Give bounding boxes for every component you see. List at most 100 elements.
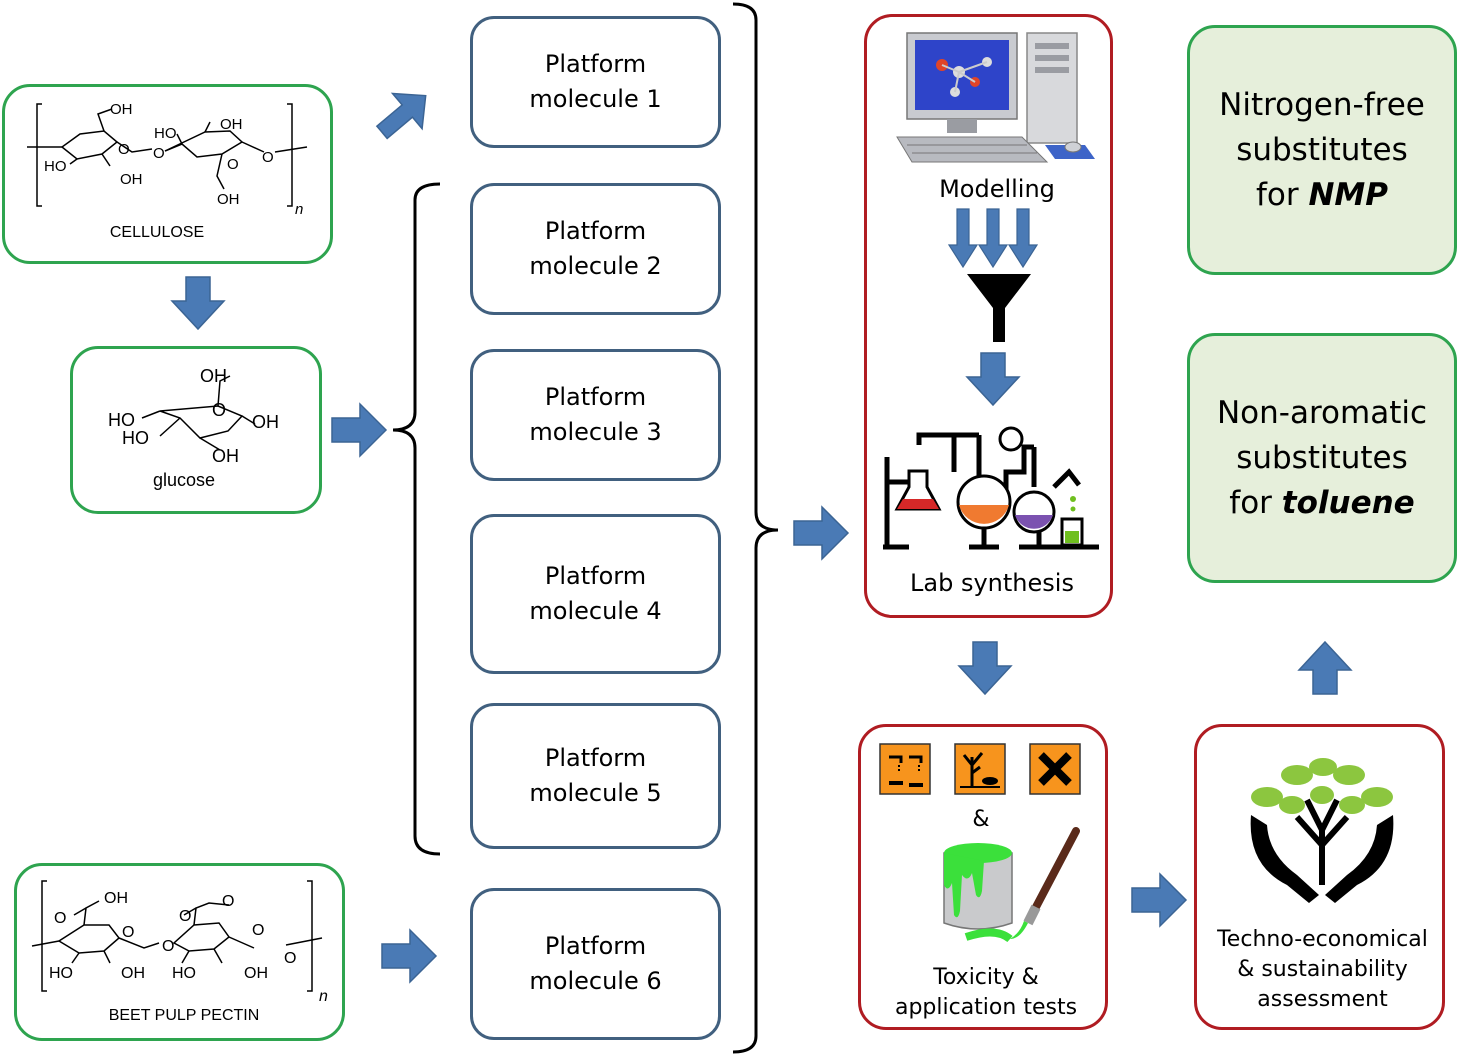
funnel-icon <box>967 274 1031 342</box>
harmful-hazard-icon <box>1029 743 1081 795</box>
svg-text:O: O <box>262 149 274 166</box>
arrow-synthesis-to-toxicity <box>957 641 1013 696</box>
platform-brace <box>732 2 779 1054</box>
svg-text:OH: OH <box>252 412 279 432</box>
platform-molecule-6-line2: molecule 6 <box>529 967 662 995</box>
toxicity-box: & Toxicity & application tests <box>858 724 1108 1030</box>
svg-text:HO: HO <box>172 965 196 982</box>
platform-molecule-6: Platform molecule 6 <box>470 888 721 1040</box>
svg-text:O: O <box>284 950 296 967</box>
platform-molecule-2-line2: molecule 2 <box>529 252 662 280</box>
svg-text:O: O <box>222 893 234 910</box>
svg-text:HO: HO <box>122 428 149 448</box>
platform-molecule-4: Platform molecule 4 <box>470 514 721 674</box>
svg-text:OH: OH <box>220 116 243 133</box>
platform-molecule-4-line2: molecule 4 <box>529 597 662 625</box>
output-nmp-line2: substitutes <box>1236 131 1408 168</box>
glucose-box: OH HO HO O OH OH glucose <box>70 346 322 514</box>
output-toluene-emphasis: toluene <box>1281 484 1415 521</box>
svg-text:HO: HO <box>108 410 135 430</box>
platform-molecule-2-line1: Platform <box>544 217 647 245</box>
cellulose-box: OH HO OH O O HO OH O O OH n CELLULOSE <box>2 84 333 264</box>
platform-molecule-1: Platform molecule 1 <box>470 16 721 148</box>
svg-text:O: O <box>153 145 165 162</box>
toxicity-label-line1: Toxicity & <box>933 965 1039 990</box>
svg-text:BEET PULP PECTIN: BEET PULP PECTIN <box>109 1007 260 1024</box>
modelling-label: Modelling <box>939 175 1055 203</box>
platform-molecule-5: Platform molecule 5 <box>470 703 721 849</box>
svg-text:O: O <box>118 141 130 158</box>
svg-text:OH: OH <box>110 101 133 118</box>
platform-molecule-3-line2: molecule 3 <box>529 418 662 446</box>
paint-can-icon <box>943 843 1013 930</box>
output-nmp-emphasis: NMP <box>1308 176 1388 213</box>
svg-text:O: O <box>179 908 191 925</box>
tree-hands-icon <box>1250 758 1394 903</box>
svg-text:O: O <box>252 922 264 939</box>
output-toluene-line2: substitutes <box>1236 439 1408 476</box>
platform-molecule-3-line1: Platform <box>544 383 647 411</box>
toxicity-label-line2: application tests <box>894 995 1078 1020</box>
glucose-brace <box>392 182 441 856</box>
svg-text:OH: OH <box>217 191 240 208</box>
svg-text:HO: HO <box>44 158 67 175</box>
lab-arrow-icon <box>965 352 1021 407</box>
output-nmp-line1: Nitrogen-free <box>1219 86 1425 123</box>
paintbrush-icon <box>964 827 1080 943</box>
svg-text:O: O <box>54 910 66 927</box>
modelling-synthesis-box: Modelling <box>864 14 1113 618</box>
svg-text:n: n <box>295 201 303 218</box>
down-arrows-icon <box>947 208 1039 269</box>
svg-text:HO: HO <box>154 125 177 142</box>
platform-molecule-6-line1: Platform <box>544 932 647 960</box>
glucose-structure: OH HO HO O OH OH glucose <box>108 366 279 490</box>
arrow-toxicity-to-assessment <box>1131 872 1188 928</box>
svg-text:O: O <box>227 156 239 173</box>
corrosive-hazard-icon <box>879 743 931 795</box>
svg-text:OH: OH <box>104 890 128 907</box>
platform-molecule-4-line1: Platform <box>544 562 647 590</box>
lab-synthesis-label: Lab synthesis <box>910 569 1074 597</box>
svg-text:CELLULOSE: CELLULOSE <box>110 224 204 241</box>
svg-text:HO: HO <box>49 965 73 982</box>
svg-text:OH: OH <box>120 171 143 188</box>
output-toluene-prefix: for <box>1229 484 1282 521</box>
platform-molecule-2: Platform molecule 2 <box>470 183 721 315</box>
svg-text:O: O <box>122 924 134 941</box>
svg-text:n: n <box>319 988 328 1005</box>
svg-text:glucose: glucose <box>153 470 215 490</box>
platform-molecule-3: Platform molecule 3 <box>470 349 721 481</box>
svg-text:OH: OH <box>244 965 268 982</box>
arrow-brace-to-workflow <box>793 505 850 561</box>
svg-text:O: O <box>212 400 226 420</box>
platform-molecule-1-line2: molecule 1 <box>529 85 662 113</box>
assessment-label-line2: & sustainability <box>1237 957 1408 982</box>
assessment-label-line3: assessment <box>1257 987 1388 1012</box>
arrow-glucose-to-brace <box>331 402 388 458</box>
output-toluene-box: Non-aromatic substitutes for toluene <box>1187 333 1457 583</box>
assessment-label-line1: Techno-economical <box>1217 927 1428 952</box>
arrow-assessment-to-outputs <box>1297 640 1353 695</box>
platform-molecule-1-line1: Platform <box>544 50 647 78</box>
environment-hazard-icon <box>954 743 1006 795</box>
arrow-cellulose-to-pm1 <box>375 92 427 140</box>
svg-text:OH: OH <box>200 366 227 386</box>
cellulose-structure: OH HO OH O O HO OH O O OH n CELLULOSE <box>27 101 308 241</box>
lab-glassware-icon <box>883 426 1099 550</box>
platform-molecule-5-line1: Platform <box>544 744 647 772</box>
arrow-pectin-to-pm6 <box>381 928 438 984</box>
output-nmp-box: Nitrogen-free substitutes for NMP <box>1187 25 1457 275</box>
svg-text:O: O <box>162 938 174 955</box>
output-toluene-line3: for toluene <box>1229 481 1414 526</box>
pectin-structure: OH O O O O O O O HO OH HO OH n BEET PULP… <box>31 880 328 1024</box>
platform-molecule-5-line2: molecule 5 <box>529 779 662 807</box>
output-nmp-line3: for NMP <box>1256 173 1388 218</box>
pectin-box: OH O O O O O O O HO OH HO OH n BEET PULP… <box>14 863 345 1041</box>
ampersand-label: & <box>972 807 990 832</box>
output-toluene-line1: Non-aromatic <box>1216 394 1428 431</box>
assessment-box: Techno-economical & sustainability asses… <box>1194 724 1445 1030</box>
svg-text:OH: OH <box>121 965 145 982</box>
arrow-cellulose-to-glucose <box>170 276 226 331</box>
output-nmp-prefix: for <box>1256 176 1309 213</box>
computer-icon <box>896 32 1095 163</box>
